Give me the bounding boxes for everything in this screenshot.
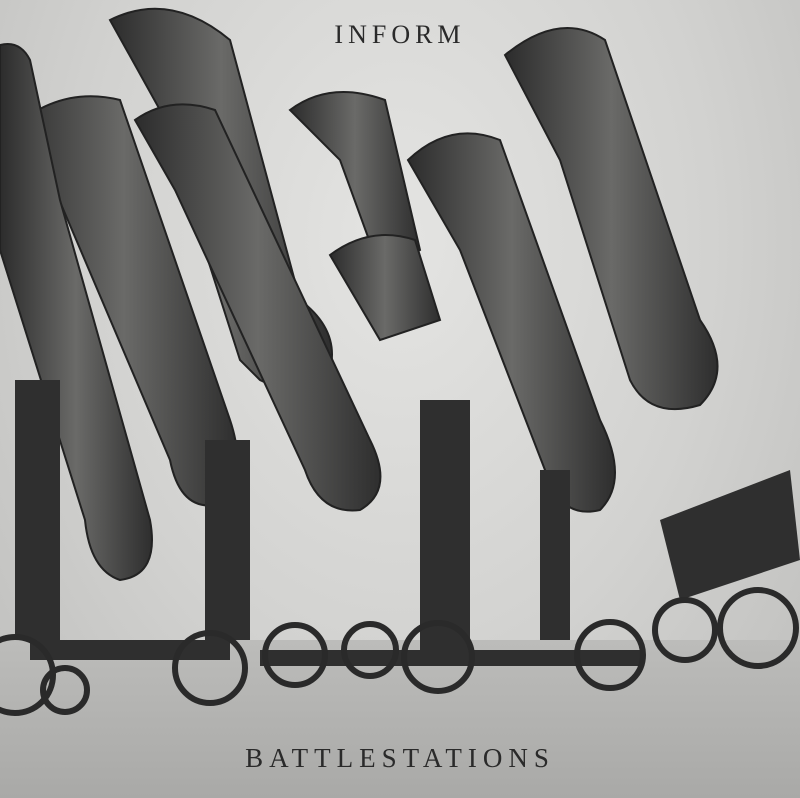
horn-group — [0, 7, 719, 582]
horn — [133, 103, 382, 512]
horn — [328, 234, 442, 342]
horn — [503, 27, 719, 411]
band-name: INFORM — [334, 20, 466, 49]
album-title: BATTLESTATIONS — [245, 743, 555, 773]
horn — [0, 43, 153, 582]
wheels — [0, 587, 799, 716]
ground — [0, 640, 800, 798]
